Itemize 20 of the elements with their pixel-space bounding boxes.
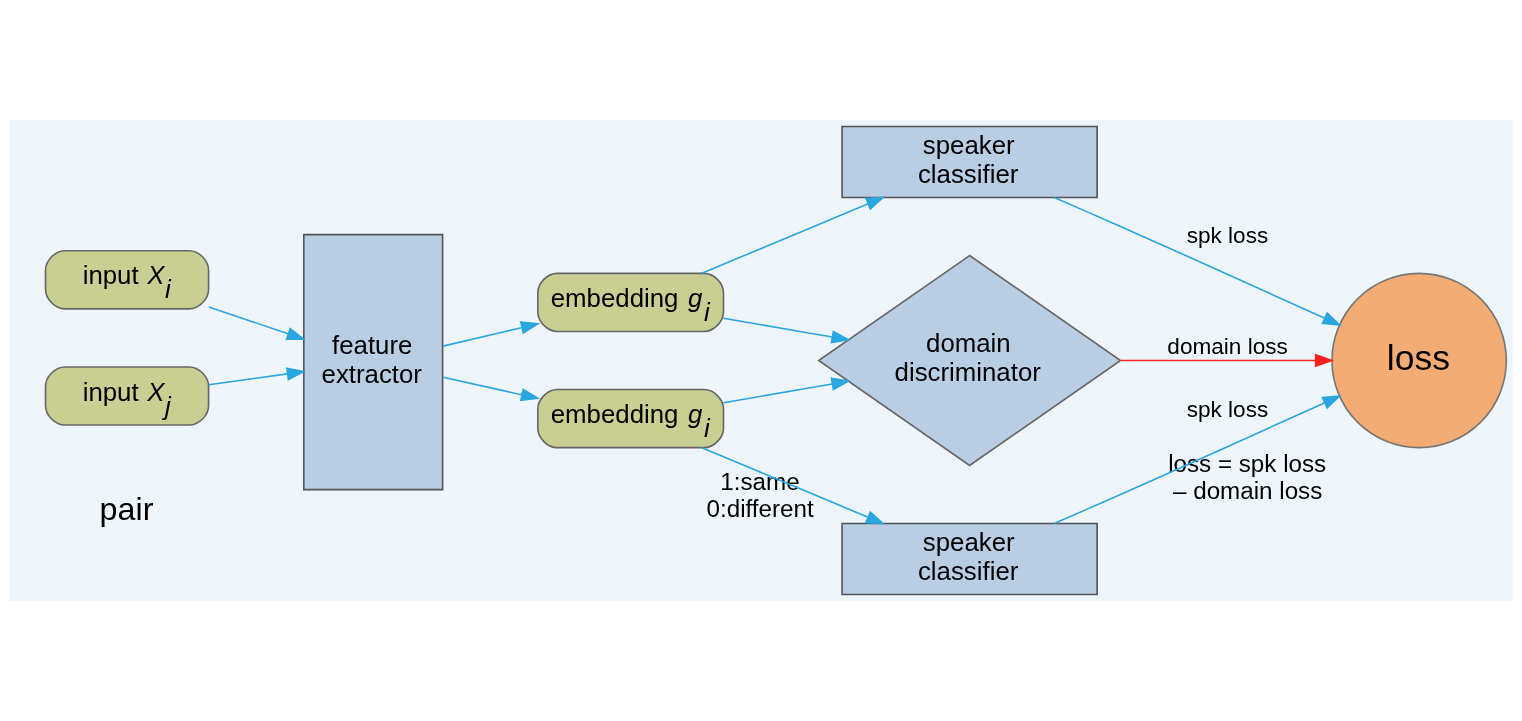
arrow <box>1053 395 1342 525</box>
node-circle: loss <box>1331 272 1508 449</box>
arrow <box>442 376 541 402</box>
edge-label: spk loss <box>1186 397 1269 423</box>
node-box: speaker classifier <box>841 125 1098 199</box>
label: pair <box>99 491 154 528</box>
edge-label: spk loss <box>1186 222 1269 248</box>
arrow <box>722 317 851 344</box>
arrow <box>208 306 306 341</box>
node-box: speaker classifier <box>841 522 1098 596</box>
arrow <box>701 196 886 275</box>
arrow <box>701 446 886 525</box>
arrow <box>442 321 541 347</box>
arrow <box>722 377 851 404</box>
arrow <box>1053 196 1342 326</box>
edge-label: domain loss <box>1167 334 1288 360</box>
node-diamond: domain discriminator <box>817 254 1122 467</box>
node-box: feature extractor <box>303 233 444 491</box>
arrow <box>208 367 307 386</box>
arrow <box>1120 353 1335 368</box>
